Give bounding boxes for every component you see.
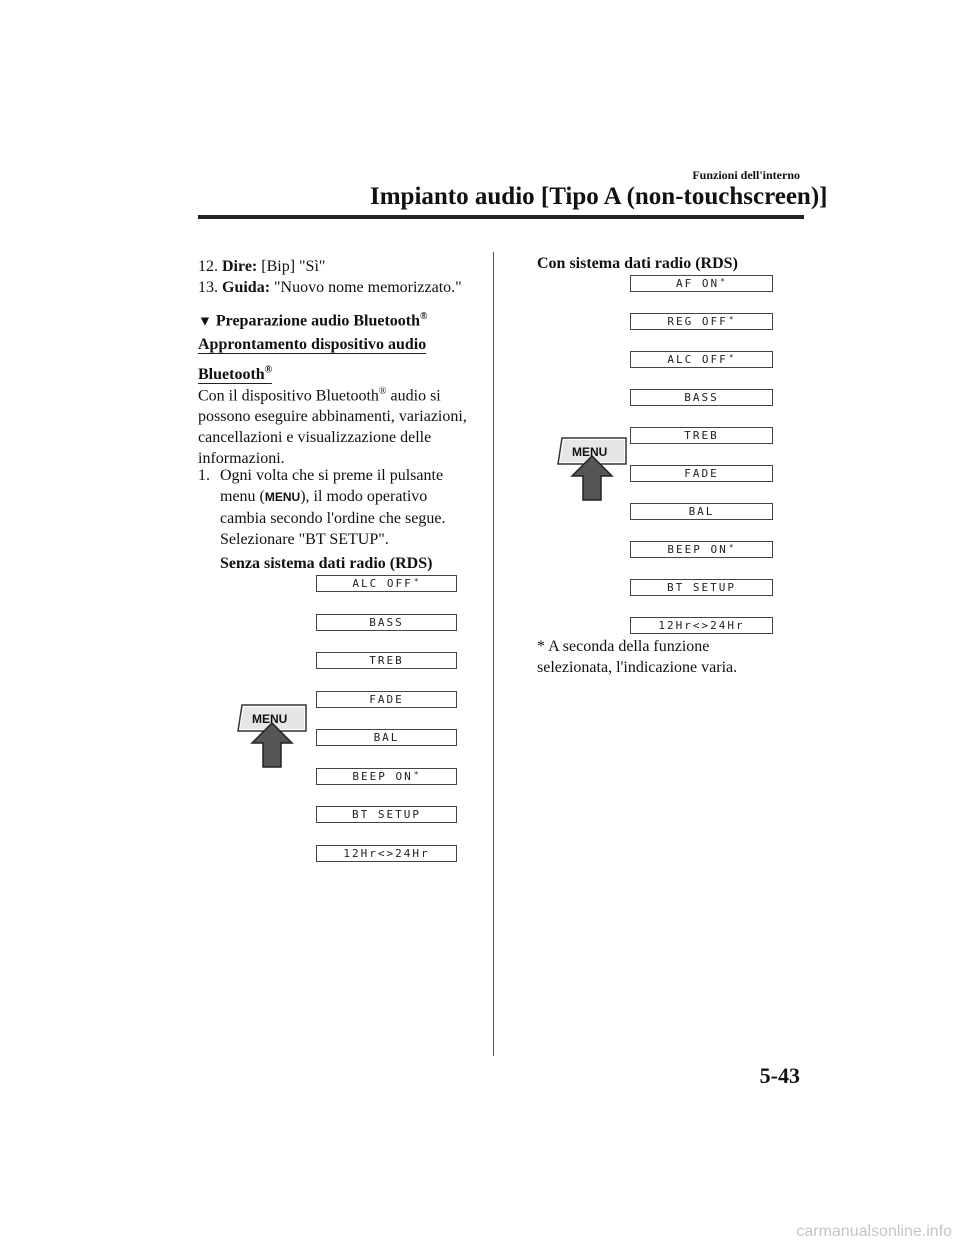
intro-line4: informazioni. bbox=[198, 450, 285, 468]
menu-mode-label: BAL bbox=[688, 505, 715, 518]
no-rds-heading: Senza sistema dati radio (RDS) bbox=[220, 555, 433, 572]
menu-mode-label: BEEP ON bbox=[667, 543, 728, 556]
menu-mode-label: REG OFF bbox=[667, 315, 728, 328]
intro-line3: cancellazioni e visualizzazione delle bbox=[198, 429, 432, 447]
footnote-asterisk: * bbox=[728, 315, 736, 324]
step-text: "Nuovo nome memorizzato." bbox=[274, 279, 462, 296]
footnote-asterisk: * bbox=[720, 277, 727, 286]
page-number: 5-43 bbox=[759, 1063, 800, 1088]
subheading: Approntamento dispositivo audio Bluetoot… bbox=[198, 334, 427, 385]
menu-mode-item: BASS bbox=[316, 613, 457, 631]
menu-mode-label: TREB bbox=[684, 429, 719, 442]
menu-mode-item: BT SETUP bbox=[316, 806, 457, 823]
menu-mode-label: BEEP ON bbox=[352, 769, 413, 783]
menu-mode-label: FADE bbox=[684, 467, 719, 480]
menu-mode-item: TREB bbox=[630, 427, 773, 444]
step-1-line1: Ogni volta che si preme il pulsante bbox=[220, 467, 444, 484]
intro-line2: possono eseguire abbinamenti, variazioni… bbox=[198, 408, 467, 426]
menu-mode-item: TREB bbox=[316, 652, 457, 669]
step-text: [Bip] "Sì" bbox=[261, 258, 326, 275]
footnote: * A seconda della funzione selezionata, … bbox=[537, 636, 737, 678]
menu-mode-item: FADE bbox=[316, 690, 457, 708]
menu-mode-item: BAL bbox=[316, 729, 457, 746]
menu-arrow-icon bbox=[237, 704, 307, 768]
menu-mode-item: BASS bbox=[630, 389, 773, 406]
menu-mode-item: AF ON* bbox=[630, 275, 773, 292]
footnote-asterisk: * bbox=[728, 543, 736, 552]
step-13: 13. Guida: "Nuovo nome memorizzato." bbox=[198, 277, 462, 298]
menu-mode-label: ALC OFF bbox=[667, 353, 728, 366]
header-rule bbox=[198, 215, 804, 219]
intro-line1-post: audio si bbox=[386, 387, 441, 405]
footnote-asterisk: * bbox=[413, 577, 421, 586]
menu-mode-item: REG OFF* bbox=[630, 313, 773, 330]
menu-mode-label: BASS bbox=[684, 391, 719, 404]
menu-mode-label: AF ON bbox=[676, 277, 720, 290]
triangle-marker-icon: ▼ bbox=[198, 314, 212, 330]
step-1-line2-pre: menu ( bbox=[220, 488, 265, 505]
menu-mode-item: BAL bbox=[630, 503, 773, 520]
intro-paragraph: Con il dispositivo Bluetooth® audio si p… bbox=[198, 381, 488, 469]
menu-mode-item: BEEP ON* bbox=[630, 541, 773, 558]
section-label: Funzioni dell'interno bbox=[692, 168, 800, 182]
watermark: carmanualsonline.info bbox=[796, 1223, 952, 1240]
menu-button-text: MENU bbox=[572, 445, 608, 459]
menu-mode-label: BT SETUP bbox=[667, 581, 736, 594]
step-1-line3: cambia secondo l'ordine che segue. bbox=[220, 510, 446, 527]
menu-mode-label: BT SETUP bbox=[352, 808, 421, 821]
menu-mode-item: 12Hr<>24Hr bbox=[630, 617, 773, 634]
intro-line1-pre: Con il dispositivo Bluetooth bbox=[198, 387, 379, 405]
menu-mode-label: BASS bbox=[369, 615, 404, 629]
menu-button-text: MENU bbox=[252, 712, 288, 726]
section-heading: ▼ Preparazione audio Bluetooth® bbox=[198, 306, 428, 332]
footnote-line1: * A seconda della funzione bbox=[537, 638, 710, 655]
menu-button-illustration: MENU bbox=[236, 703, 308, 771]
step-label: Guida: bbox=[222, 279, 271, 296]
step-12: 12. Dire: [Bip] "Sì" bbox=[198, 256, 325, 277]
step-label: Dire: bbox=[222, 258, 258, 275]
menu-mode-item: ALC OFF* bbox=[316, 575, 457, 592]
registered-mark: ® bbox=[264, 365, 273, 376]
menu-mode-item: BEEP ON* bbox=[316, 767, 457, 785]
registered-mark: ® bbox=[378, 386, 387, 397]
menu-arrow-icon bbox=[557, 437, 627, 501]
subheading-line2: Bluetooth bbox=[198, 366, 265, 384]
menu-mode-label: FADE bbox=[369, 692, 404, 706]
column-divider bbox=[493, 252, 494, 1056]
page-title: Impianto audio [Tipo A (non-touchscreen)… bbox=[370, 183, 828, 210]
menu-button-illustration: MENU bbox=[556, 436, 628, 504]
menu-mode-item: 12Hr<>24Hr bbox=[316, 844, 457, 862]
menu-mode-item: ALC OFF* bbox=[630, 351, 773, 368]
menu-mode-label: BAL bbox=[373, 731, 400, 744]
menu-mode-item: BT SETUP bbox=[630, 579, 773, 596]
menu-button-label: MENU bbox=[264, 490, 301, 504]
footnote-asterisk: * bbox=[728, 353, 736, 362]
menu-mode-label: 12Hr<>24Hr bbox=[343, 846, 430, 860]
step-1-number: 1. bbox=[198, 467, 210, 484]
menu-mode-label: TREB bbox=[369, 654, 404, 667]
step-1-line2-post: ), il modo operativo bbox=[300, 488, 428, 505]
section-heading-text: Preparazione audio Bluetooth bbox=[215, 312, 421, 330]
menu-mode-item: FADE bbox=[630, 465, 773, 482]
step-1-line4: Selezionare "BT SETUP". bbox=[220, 531, 389, 548]
subheading-line1: Approntamento dispositivo audio bbox=[198, 336, 427, 354]
with-rds-heading: Con sistema dati radio (RDS) bbox=[537, 255, 738, 272]
footnote-asterisk: * bbox=[413, 769, 421, 779]
step-number: 13. bbox=[198, 279, 218, 296]
footnote-line2: selezionata, l'indicazione varia. bbox=[537, 659, 738, 676]
menu-mode-label: 12Hr<>24Hr bbox=[658, 619, 745, 632]
step-number: 12. bbox=[198, 258, 218, 275]
menu-mode-label: ALC OFF bbox=[352, 577, 413, 590]
registered-mark: ® bbox=[420, 311, 428, 322]
step-1-text: Ogni volta che si preme il pulsante menu… bbox=[220, 465, 490, 550]
